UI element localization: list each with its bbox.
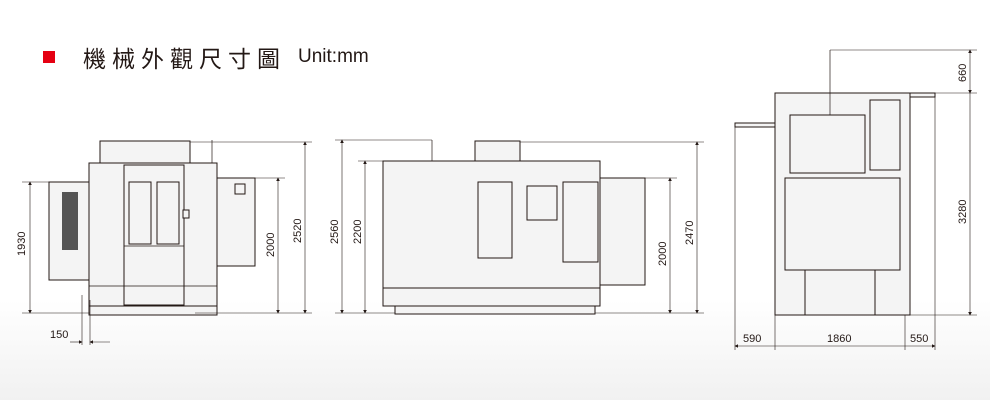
top-view <box>734 50 936 316</box>
side-dimensions: 2560 2200 2000 2470 <box>329 139 704 314</box>
dim-3280: 3280 <box>957 200 969 224</box>
bullet-square-icon <box>43 51 55 63</box>
dim-2000-side: 2000 <box>657 242 669 266</box>
side-view <box>382 140 646 315</box>
front-view <box>48 140 256 316</box>
dim-2520: 2520 <box>292 219 304 243</box>
dim-1860: 1860 <box>827 333 851 345</box>
dim-2200: 2200 <box>352 220 364 244</box>
dim-1930: 1930 <box>16 232 28 256</box>
unit-label: Unit:mm <box>298 46 369 67</box>
section-title: 機械外觀尺寸圖 Unit:mm <box>43 40 369 74</box>
dim-150: 150 <box>50 329 68 341</box>
dim-590: 590 <box>743 333 761 345</box>
dim-660: 660 <box>957 64 969 82</box>
dim-2560: 2560 <box>329 220 341 244</box>
top-dimensions: 660 3280 590 1860 550 <box>734 49 977 350</box>
title-text: 機械外觀尺寸圖 <box>83 46 286 72</box>
dim-2470: 2470 <box>684 221 696 245</box>
front-dimensions: 1930 2000 2520 150 <box>16 141 312 345</box>
dim-2000-front: 2000 <box>265 233 277 257</box>
dim-550: 550 <box>910 333 928 345</box>
